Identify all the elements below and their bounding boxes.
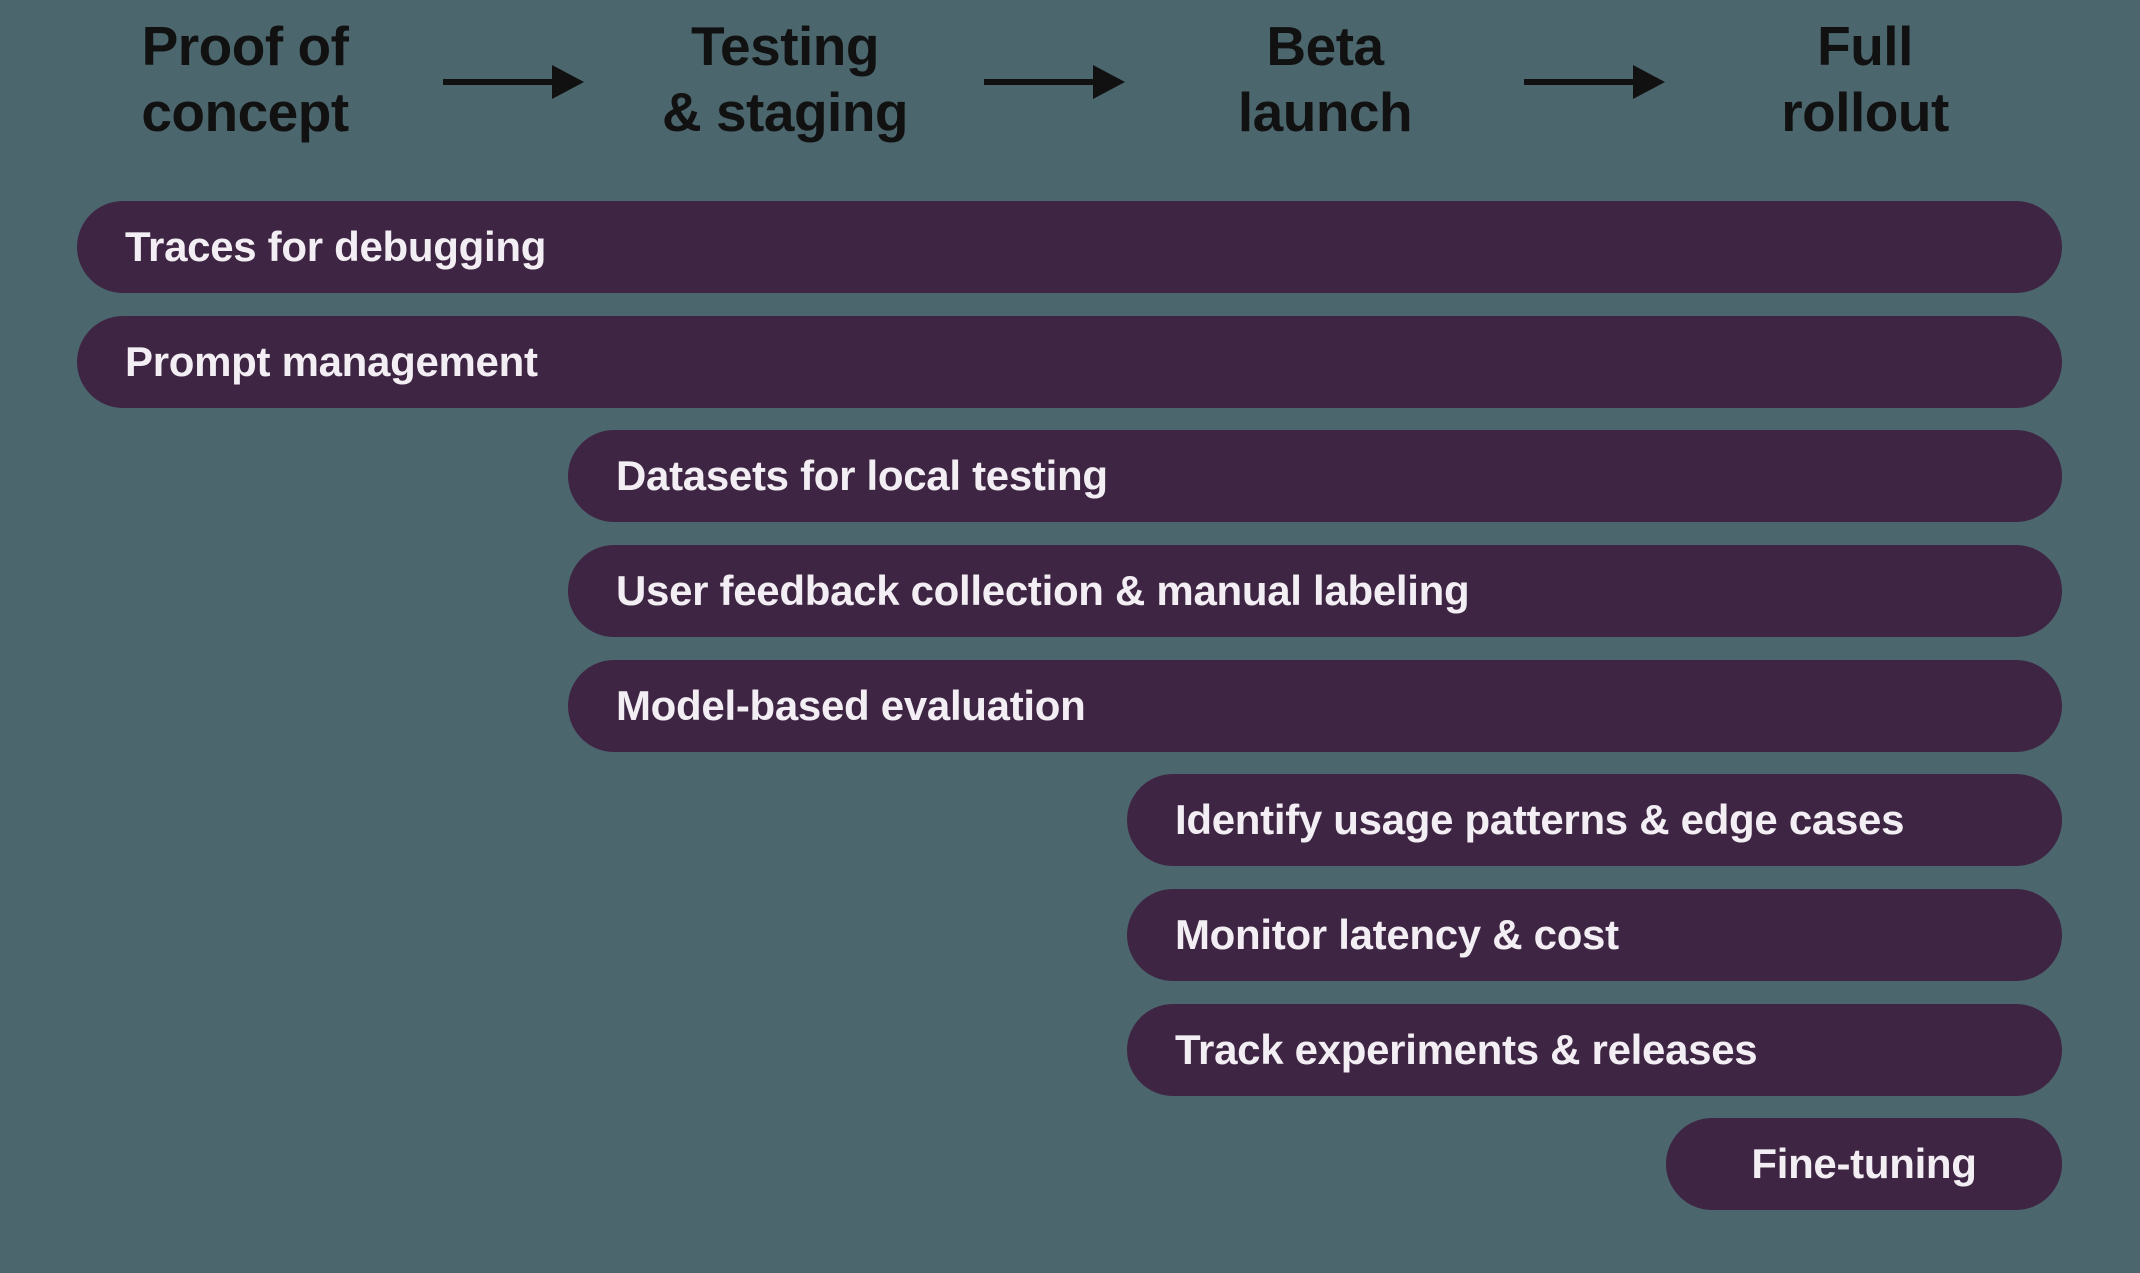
timeline-bar: Track experiments & releases [1127, 1004, 2062, 1096]
phase-label-beta-launch: Beta launch [1105, 13, 1545, 145]
timeline-bar-label: User feedback collection & manual labeli… [616, 567, 1470, 614]
timeline-bar: Traces for debugging [77, 201, 2062, 293]
timeline-bar: Model-based evaluation [568, 660, 2062, 752]
arrow-shaft [443, 79, 552, 85]
phase-label-line: Beta [1266, 15, 1384, 77]
timeline-bar-label: Model-based evaluation [616, 682, 1086, 729]
arrow-shaft [1524, 79, 1633, 85]
timeline-bar: Datasets for local testing [568, 430, 2062, 522]
right-arrow-icon [443, 65, 584, 99]
timeline-bar: Identify usage patterns & edge cases [1127, 774, 2062, 866]
timeline-bar-label: Datasets for local testing [616, 452, 1108, 499]
timeline-bar-label: Traces for debugging [125, 223, 547, 270]
timeline-bar: User feedback collection & manual labeli… [568, 545, 2062, 637]
timeline-bar-label: Fine-tuning [1751, 1140, 1977, 1187]
timeline-bar-label: Track experiments & releases [1175, 1026, 1758, 1073]
phase-label-line: Testing [691, 15, 879, 77]
arrow-head [552, 65, 584, 99]
right-arrow-icon [1524, 65, 1665, 99]
phase-label-line: Full [1817, 15, 1913, 77]
timeline-bar: Prompt management [77, 316, 2062, 408]
timeline-bar: Monitor latency & cost [1127, 889, 2062, 981]
phase-label-line: Proof of [141, 15, 349, 77]
right-arrow-icon [984, 65, 1125, 99]
phase-label-line: concept [141, 81, 349, 143]
phase-label-full-rollout: Full rollout [1645, 13, 2085, 145]
phase-label-line: rollout [1781, 81, 1949, 143]
timeline-bar: Fine-tuning [1666, 1118, 2062, 1210]
timeline-bar-label: Monitor latency & cost [1175, 911, 1619, 958]
arrow-head [1093, 65, 1125, 99]
phase-label-line: launch [1237, 81, 1413, 143]
timeline-bar-label: Prompt management [125, 338, 538, 385]
phase-label-testing-staging: Testing & staging [565, 13, 1005, 145]
timeline-bar-label: Identify usage patterns & edge cases [1175, 796, 1905, 843]
arrow-shaft [984, 79, 1093, 85]
arrow-head [1633, 65, 1665, 99]
phase-label-proof-of-concept: Proof of concept [25, 13, 465, 145]
phase-label-line: & staging [661, 81, 909, 143]
